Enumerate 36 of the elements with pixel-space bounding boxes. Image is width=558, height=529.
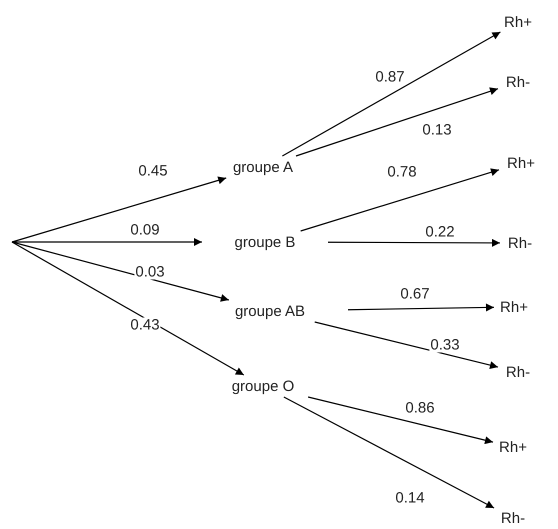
arrow	[296, 87, 498, 157]
node-label: Rh+	[500, 300, 528, 314]
edge-label: 0.33	[429, 338, 461, 352]
edge-label: 0.86	[404, 400, 436, 416]
node-label: Rh+	[499, 440, 527, 454]
arrow	[314, 321, 498, 370]
arrow	[12, 241, 244, 376]
node-label: Rh-	[500, 510, 526, 526]
arrow	[300, 168, 500, 232]
node-label: Rh+	[507, 156, 535, 170]
edge-label: 0.22	[424, 224, 456, 240]
arrow	[12, 238, 202, 246]
edge-label: 0.09	[129, 222, 161, 238]
node-label: Rh-	[506, 364, 530, 380]
arrow	[282, 31, 501, 157]
edge-label: 0.03	[134, 264, 166, 280]
arrow	[308, 396, 494, 444]
node-label: groupe B	[234, 234, 296, 250]
node-label: groupe AB	[234, 304, 306, 318]
arrow	[328, 238, 500, 247]
node-label: groupe O	[232, 378, 294, 394]
arrow	[12, 241, 230, 302]
edge-label: 0.87	[374, 70, 406, 84]
edge-label: 0.13	[421, 122, 453, 138]
edge-label: 0.78	[386, 164, 418, 180]
edge-label: 0.45	[137, 164, 169, 178]
node-label: Rh+	[504, 14, 532, 30]
node-label: Rh-	[506, 74, 530, 90]
arrow	[12, 176, 226, 243]
arrow	[284, 396, 494, 509]
edge-label: 0.43	[129, 318, 161, 332]
node-label: groupe A	[232, 160, 294, 174]
edge-label: 0.14	[394, 490, 426, 506]
edge-label: 0.67	[399, 286, 431, 302]
arrow	[348, 303, 494, 312]
node-label: Rh-	[508, 236, 532, 250]
